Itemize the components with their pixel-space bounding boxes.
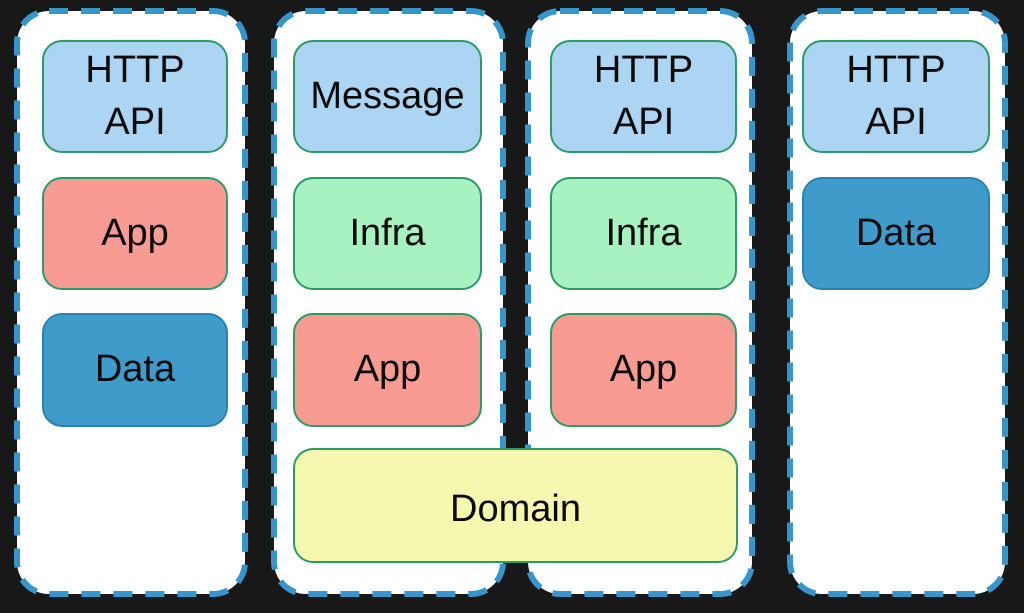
box-http-api-3: HTTP API: [550, 40, 737, 153]
box-infra-2: Infra: [293, 177, 482, 290]
box-data-4: Data: [802, 177, 990, 290]
box-http-api-4: HTTP API: [802, 40, 990, 153]
box-domain-shared: Domain: [293, 448, 738, 563]
service-container-4: [787, 8, 1008, 597]
box-message-2: Message: [293, 40, 482, 153]
box-http-api-1: HTTP API: [42, 40, 228, 153]
service-container-1: [14, 8, 248, 597]
box-infra-3: Infra: [550, 177, 737, 290]
box-app-1: App: [42, 177, 228, 290]
box-data-1: Data: [42, 313, 228, 427]
box-app-3: App: [550, 313, 737, 427]
box-app-2: App: [293, 313, 482, 427]
